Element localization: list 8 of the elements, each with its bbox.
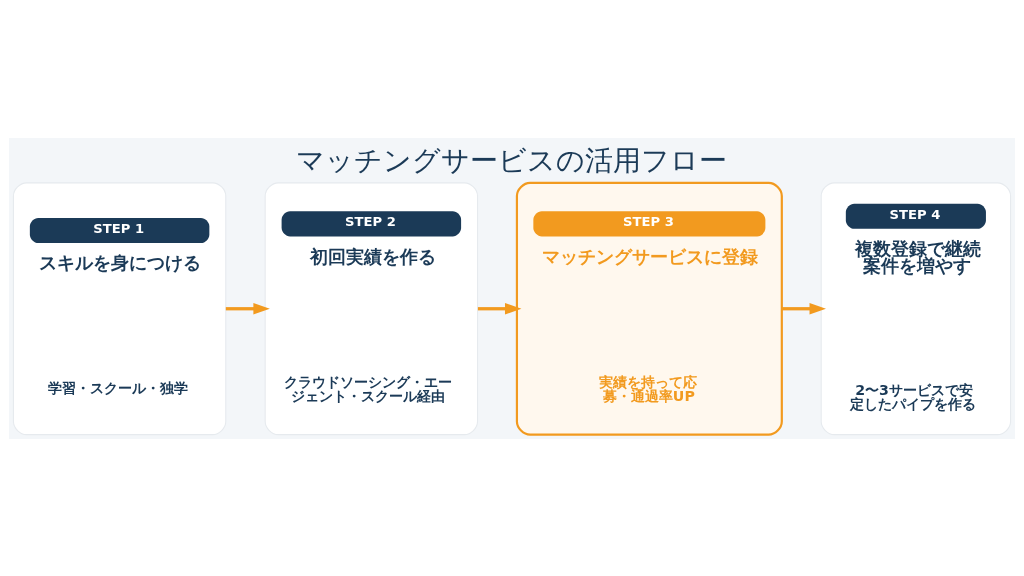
arrow	[477, 302, 522, 314]
node-box: STEP 2 初回実績を作る クラウドソーシング・エージェント・スクール経由	[264, 181, 479, 435]
node-box: STEP 1 スキルを身につける 学習・スクール・独学	[12, 181, 227, 435]
arrow	[225, 302, 270, 314]
node-box: STEP 3 マッチングサービスに登録 実績を持って応募・通過率UP	[515, 181, 783, 436]
node-box: STEP 4 複数登録で継続案件を増やす 2〜3サービスで安定したパイプを作る	[820, 181, 1012, 435]
arrow	[781, 302, 826, 314]
diagram-title: マッチングサービスの活用フロー	[296, 143, 728, 177]
